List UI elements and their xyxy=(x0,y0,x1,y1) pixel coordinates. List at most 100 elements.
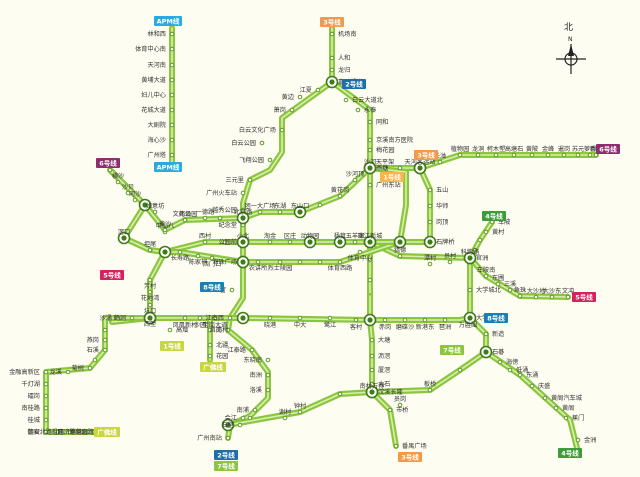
interchange-station-core xyxy=(367,239,373,245)
line3-badge-top: 3号线 xyxy=(320,17,344,27)
line-badges: APM线 APM线 3号线 2号线 1号线 3号线 6号线 6号线 xyxy=(94,16,620,471)
station-label: 中山八 xyxy=(156,222,175,230)
station-label: 西村 xyxy=(199,232,211,240)
station-label: 体育西路 xyxy=(328,264,354,272)
station-dot xyxy=(43,393,49,399)
station-dot xyxy=(257,209,263,215)
station-dot xyxy=(317,259,323,265)
station-label: 沙河 xyxy=(364,158,376,166)
station-label: 五山 xyxy=(436,186,448,194)
station-label: 万胜围 xyxy=(459,321,478,329)
station-dot xyxy=(115,315,121,321)
station-label: 新港东 xyxy=(416,323,435,331)
station-label: 横沙 xyxy=(112,172,124,180)
station-label: 南村万博 xyxy=(360,382,385,390)
station-label: 石壁 xyxy=(222,421,234,429)
svg-text:6号线: 6号线 xyxy=(99,159,117,168)
station-label: 磨碟沙 xyxy=(396,323,415,331)
station-dot xyxy=(382,165,388,171)
station-label: 昌岗 xyxy=(210,327,222,334)
station-label: 会江 xyxy=(225,414,237,422)
station-dot xyxy=(132,197,138,203)
station-dot xyxy=(297,259,303,265)
station-label: 机场南 xyxy=(338,30,357,38)
interchange-station-core xyxy=(427,239,433,245)
station-label: 长寿路 xyxy=(171,254,190,262)
station-label: 黄埔大道 xyxy=(141,76,166,84)
station-label: 金洲 xyxy=(584,436,596,444)
station-label: 潭村 xyxy=(424,254,436,262)
station-label: 桂城 xyxy=(28,416,40,424)
station-label: 广州东站 xyxy=(376,181,401,189)
station-dot xyxy=(169,122,175,128)
svg-text:广佛线: 广佛线 xyxy=(203,363,223,372)
station-label: 洛溪 xyxy=(250,386,262,394)
station-label: 沥滘 xyxy=(378,352,390,360)
station-label: 低涌 xyxy=(516,366,528,374)
interchange-station-core xyxy=(147,315,153,321)
station-dot xyxy=(212,315,218,321)
station-dot xyxy=(369,367,375,373)
station-dot xyxy=(147,247,153,253)
station-label: 大塘 xyxy=(378,336,390,344)
station-label: 花城大道 xyxy=(141,106,166,114)
station-dot xyxy=(382,317,388,323)
station-label: 朝安 xyxy=(28,428,40,436)
interchange-station-core xyxy=(307,239,313,245)
interchange-station-core xyxy=(121,235,127,241)
station-dots xyxy=(43,31,599,449)
station-label: 猎德 xyxy=(394,246,406,254)
station-label: 花园 xyxy=(216,352,228,360)
station-label: 越秀公园 xyxy=(212,206,237,214)
station-dot xyxy=(169,152,175,158)
station-dot xyxy=(447,259,453,265)
station-dot xyxy=(402,317,408,323)
station-label: 大沙地 xyxy=(527,287,546,295)
station-label: 客村 xyxy=(350,323,362,331)
station-dot xyxy=(147,277,153,283)
station-label: 季华园 xyxy=(69,428,88,436)
station-label: 烈士陵园 xyxy=(268,264,293,272)
interchange-station-core xyxy=(337,239,343,245)
svg-text:3号线: 3号线 xyxy=(401,453,419,462)
station-dot xyxy=(369,337,375,343)
station-dot xyxy=(209,255,215,261)
station-dot xyxy=(147,302,153,308)
station-dot xyxy=(107,167,113,173)
station-label: 晓港 xyxy=(264,321,277,329)
station-label: 琶洲 xyxy=(439,324,451,331)
station-label: 动物园 xyxy=(301,232,320,240)
station-label: 中大 xyxy=(294,321,306,329)
station-dot xyxy=(182,315,188,321)
station-label: 大学城北 xyxy=(476,286,502,294)
station-label: 大石 xyxy=(378,380,390,388)
station-label: 妇儿中心 xyxy=(141,91,166,99)
station-label: 永泰 xyxy=(364,106,376,114)
station-label: 苏元 xyxy=(572,145,584,153)
station-label: 文化公园 xyxy=(173,210,198,218)
line7-badge-bottom: 7号线 xyxy=(214,461,238,471)
station-dot xyxy=(182,217,188,223)
station-dot xyxy=(227,315,233,321)
station-dot xyxy=(177,249,183,255)
station-dot xyxy=(427,261,433,267)
interchange-station-core xyxy=(397,239,403,245)
station-label: 车陂 xyxy=(498,218,510,226)
station-dot xyxy=(475,152,481,158)
station-label: 海傍 xyxy=(506,358,518,366)
station-dot xyxy=(437,159,443,165)
station-label: 白云文化广场 xyxy=(239,126,276,134)
station-dot xyxy=(207,353,213,359)
station-label: 江泰路 xyxy=(227,346,246,354)
compass-n-letter: N xyxy=(568,36,573,43)
station-label: 科韵路 xyxy=(461,248,480,256)
station-label: 鹭江 xyxy=(324,321,336,329)
station-dot xyxy=(327,315,333,321)
station-dot xyxy=(497,359,503,365)
north-compass: 北 N xyxy=(556,22,586,74)
station-label: 宝岗大道 xyxy=(203,321,228,329)
station-dot xyxy=(563,415,569,421)
interchange-station-core xyxy=(367,317,373,323)
station-label: 石溪 xyxy=(87,346,99,354)
